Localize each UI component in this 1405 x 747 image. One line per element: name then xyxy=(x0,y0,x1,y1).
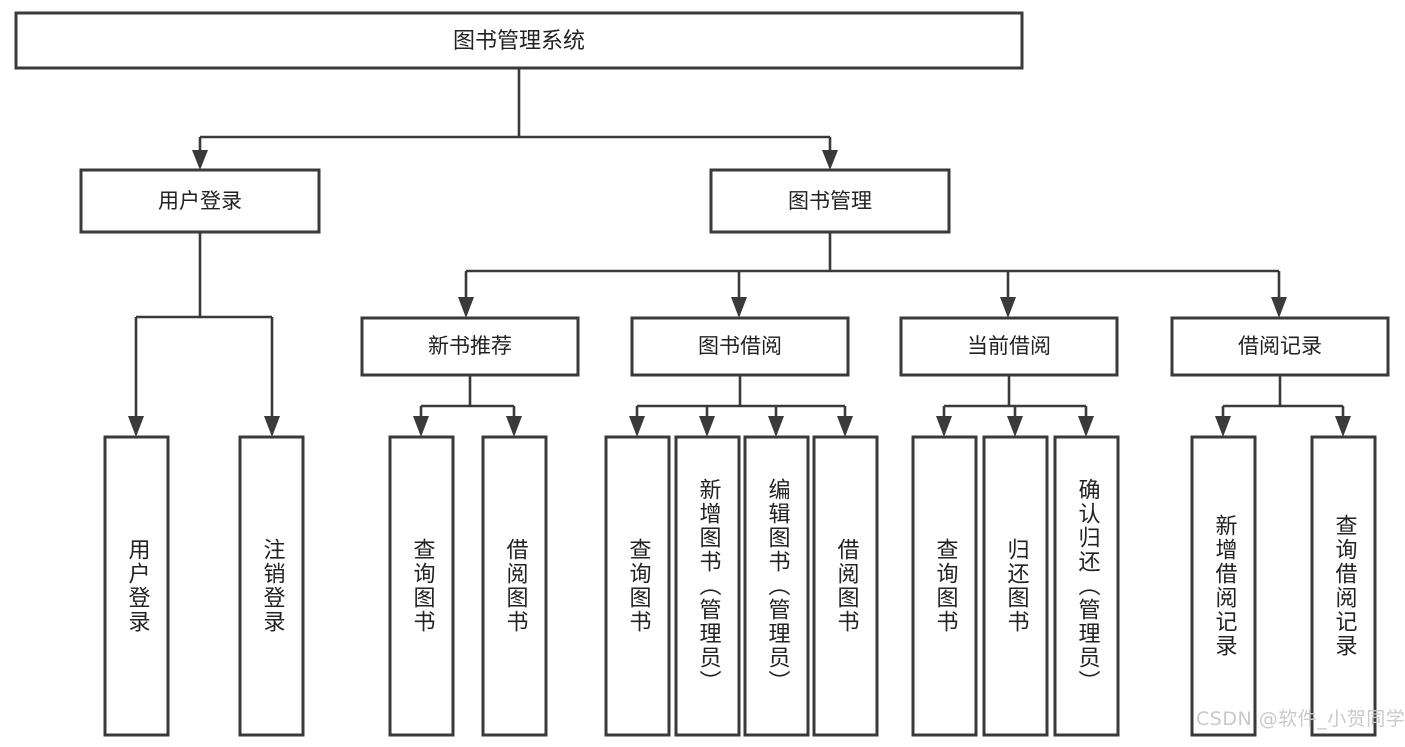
node-book-borrow-label: 图书借阅 xyxy=(698,334,782,358)
connector-root-to-level1 xyxy=(192,68,838,170)
arrow-icon-leaf-confirm-return xyxy=(1078,416,1094,437)
arrow-icon-current-borrow xyxy=(1000,297,1016,318)
node-leaf-edit-book-box[interactable] xyxy=(743,435,810,737)
arrow-icon-leaf-return-book xyxy=(1007,416,1023,437)
node-book-manage-label: 图书管理 xyxy=(788,189,872,213)
arrow-icon-book-borrow xyxy=(731,297,747,318)
node-leaf-add-record-box[interactable] xyxy=(1190,435,1257,737)
connector-new-book-rec-to-leaves xyxy=(413,375,522,437)
node-user-login-box[interactable] xyxy=(79,168,321,234)
arrow-icon-leaf-query-book-1 xyxy=(413,416,429,437)
node-new-book-rec[interactable]: 新书推荐 xyxy=(360,316,580,377)
node-leaf-query-record-box[interactable] xyxy=(1310,435,1377,737)
node-current-borrow-label: 当前借阅 xyxy=(967,334,1051,358)
node-leaf-query-book-1-box[interactable] xyxy=(388,435,455,737)
connector-user-login-to-leaves xyxy=(128,232,280,437)
arrow-icon-leaf-query-record xyxy=(1335,416,1351,437)
arrow-icon-leaf-user-logout xyxy=(264,416,280,437)
node-leaf-borrow-book-2-box[interactable] xyxy=(812,435,879,737)
node-leaf-user-logout-box[interactable] xyxy=(238,435,305,737)
csdn-watermark: CSDN @软件_小贺同学 xyxy=(1196,708,1405,730)
node-leaf-query-book-2-box[interactable] xyxy=(604,435,671,737)
node-borrow-record[interactable]: 借阅记录 xyxy=(1170,316,1390,377)
arrow-icon-leaf-edit-book xyxy=(768,416,784,437)
arrow-icon-leaf-borrow-book-2 xyxy=(837,416,853,437)
node-borrow-record-box[interactable] xyxy=(1170,316,1390,377)
arrow-icon-book-manage xyxy=(822,150,838,170)
node-current-borrow-box[interactable] xyxy=(899,316,1119,377)
connector-book-manage-to-level2 xyxy=(458,232,1287,318)
node-leaf-user-login-box[interactable] xyxy=(103,435,170,737)
connector-current-borrow-to-leaves xyxy=(936,375,1094,437)
connector-borrow-record-to-leaves xyxy=(1215,375,1351,437)
node-leaf-confirm-return-box[interactable] xyxy=(1053,435,1120,737)
arrow-icon-leaf-borrow-book-1 xyxy=(506,416,522,437)
arrow-icon-leaf-query-book-3 xyxy=(936,416,952,437)
node-book-manage-box[interactable] xyxy=(709,168,951,234)
node-book-manage[interactable]: 图书管理 xyxy=(709,168,951,234)
node-user-login-label: 用户登录 xyxy=(158,189,242,213)
node-borrow-record-label: 借阅记录 xyxy=(1238,334,1322,358)
node-leaf-borrow-book-1-box[interactable] xyxy=(481,435,548,737)
arrow-icon-borrow-record xyxy=(1271,297,1287,318)
node-user-login[interactable]: 用户登录 xyxy=(79,168,321,234)
node-leaf-return-book-box[interactable] xyxy=(982,435,1049,737)
arrow-icon-user-login xyxy=(192,150,208,170)
arrow-icon-leaf-user-login xyxy=(128,416,144,437)
arrow-icon-leaf-add-record xyxy=(1215,416,1231,437)
node-current-borrow[interactable]: 当前借阅 xyxy=(899,316,1119,377)
arrow-icon-leaf-add-book xyxy=(699,416,715,437)
arrow-icon-leaf-query-book-2 xyxy=(629,416,645,437)
node-book-borrow-box[interactable] xyxy=(630,316,850,377)
node-new-book-rec-label: 新书推荐 xyxy=(428,334,512,358)
node-root-label: 图书管理系统 xyxy=(453,29,585,54)
arrow-icon-new-book-rec xyxy=(458,297,474,318)
node-root[interactable]: 图书管理系统 xyxy=(14,11,1024,70)
node-leaf-add-book-box[interactable] xyxy=(674,435,741,737)
node-new-book-rec-box[interactable] xyxy=(360,316,580,377)
node-leaf-query-book-3-box[interactable] xyxy=(911,435,978,737)
node-root-box[interactable] xyxy=(14,11,1024,70)
node-book-borrow[interactable]: 图书借阅 xyxy=(630,316,850,377)
connector-book-borrow-to-leaves xyxy=(629,375,853,437)
